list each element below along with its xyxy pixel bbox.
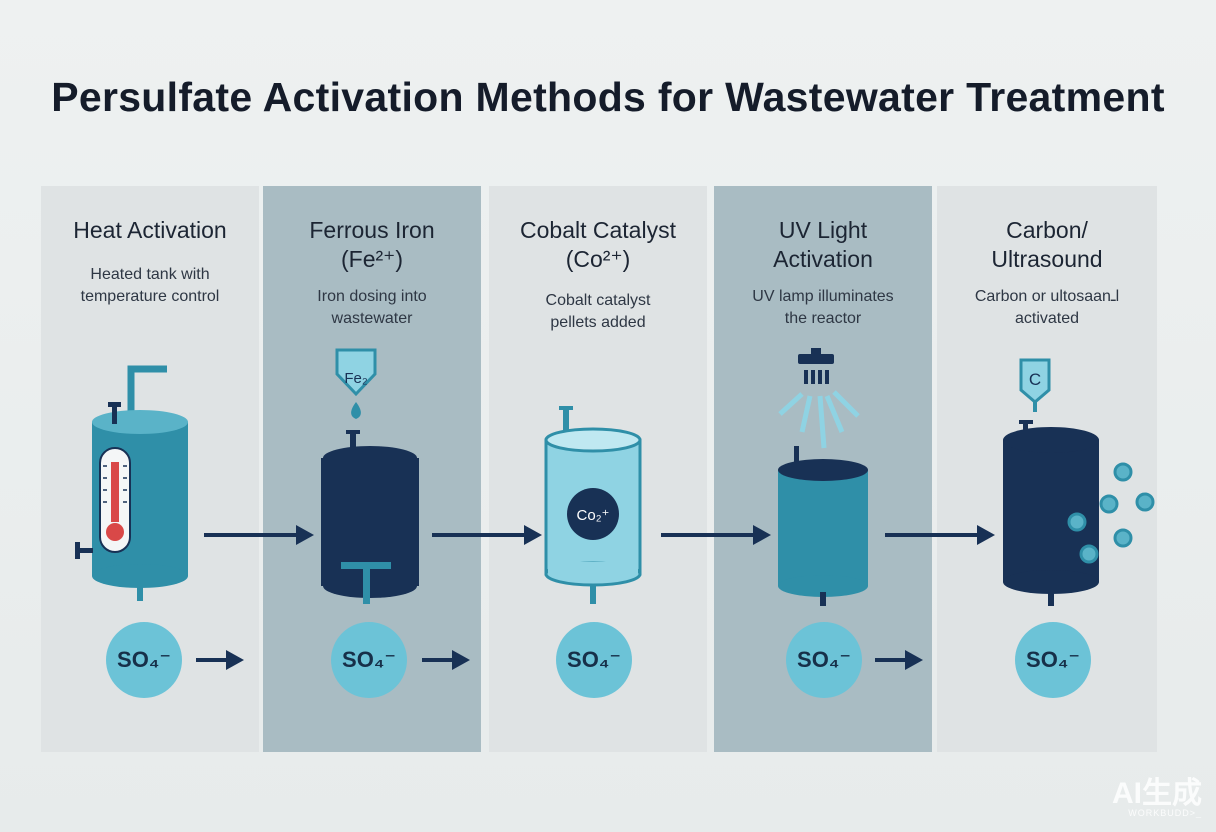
cobalt-label: Co₂⁺: [577, 507, 610, 524]
description-line: Iron dosing into: [317, 288, 427, 305]
heading-line: Cobalt Catalyst: [520, 217, 676, 243]
process-arrow-1: [204, 525, 314, 545]
heading-line: Ferrous Iron: [309, 217, 435, 243]
panel-heading: Carbon/ Ultrasound: [937, 216, 1157, 274]
heated-tank-thermometer-icon: [75, 365, 188, 601]
heading-line: (Fe²⁺): [341, 246, 403, 272]
panel-uv-light: UV Light Activation UV lamp illuminates …: [714, 186, 932, 752]
panel-heading: Cobalt Catalyst (Co²⁺): [489, 216, 707, 274]
heading-line: UV Light: [778, 217, 868, 243]
description-line: wastewater: [331, 310, 413, 327]
carbon-ultrasound-tank-icon: C: [1003, 358, 1155, 606]
sulfate-radical-badge: SO₄⁻: [331, 622, 407, 698]
cobalt-tank-icon: Co₂⁺: [544, 406, 642, 604]
panel-ferrous-iron: Ferrous Iron (Fe²⁺) Iron dosing into was…: [263, 186, 481, 752]
uv-lamp-reactor-icon: [778, 348, 868, 606]
panel-carbon-ultrasound: Carbon/ Ultrasound Carbon or ultosaanـl …: [937, 186, 1157, 752]
sulfate-radical-badge: SO₄⁻: [1015, 622, 1091, 698]
process-arrow-2: [432, 525, 542, 545]
watermark-line: WORKBUDD>_: [1128, 808, 1202, 818]
panel-heading: Heat Activation: [41, 216, 259, 245]
heading-line: (Co²⁺): [565, 246, 631, 272]
heading-line: Heat Activation: [73, 217, 227, 243]
sulfate-radical-badge: SO₄⁻: [106, 622, 182, 698]
description-line: UV lamp illuminates: [752, 288, 894, 305]
watermark: AI生成 WORKBUDD>_: [1112, 779, 1202, 818]
diagram-title: Persulfate Activation Methods for Wastew…: [51, 74, 1165, 120]
panel-description: Carbon or ultosaanـl activated: [937, 286, 1157, 330]
description-line: temperature control: [80, 288, 220, 305]
heading-line: Carbon/: [1006, 217, 1088, 243]
iron-doser-tank-icon: Fe₂: [321, 348, 419, 604]
sulfate-radical-badge: SO₄⁻: [556, 622, 632, 698]
doser-label: C: [1029, 370, 1041, 389]
radical-arrow-1: [196, 650, 244, 670]
process-arrow-3: [661, 525, 771, 545]
panel-description: Cobalt catalyst pellets added: [489, 290, 707, 334]
panel-description: Heated tank with temperature control: [41, 264, 259, 308]
description-line: Cobalt catalyst: [545, 292, 651, 309]
panel-description: UV lamp illuminates the reactor: [714, 286, 932, 330]
panel-heading: UV Light Activation: [714, 216, 932, 274]
panel-heading: Ferrous Iron (Fe²⁺): [263, 216, 481, 274]
panel-cobalt-catalyst: Cobalt Catalyst (Co²⁺) Cobalt catalyst p…: [489, 186, 707, 752]
watermark-line: AI生成: [1112, 777, 1202, 810]
heading-line: Activation: [773, 246, 873, 272]
description-line: activated: [1014, 310, 1080, 327]
doser-label: Fe₂: [344, 370, 368, 387]
description-line: Heated tank with: [90, 266, 210, 283]
radical-arrow-3: [875, 650, 923, 670]
description-line: the reactor: [784, 310, 862, 327]
description-line: pellets added: [550, 314, 646, 331]
heading-line: Ultrasound: [991, 246, 1103, 272]
panel-description: Iron dosing into wastewater: [263, 286, 481, 330]
description-line: Carbon or ultosaanـl: [974, 288, 1120, 305]
sulfate-radical-badge: SO₄⁻: [786, 622, 862, 698]
panel-heat-activation: Heat Activation Heated tank with tempera…: [41, 186, 259, 752]
process-arrow-4: [885, 525, 995, 545]
radical-arrow-2: [422, 650, 470, 670]
